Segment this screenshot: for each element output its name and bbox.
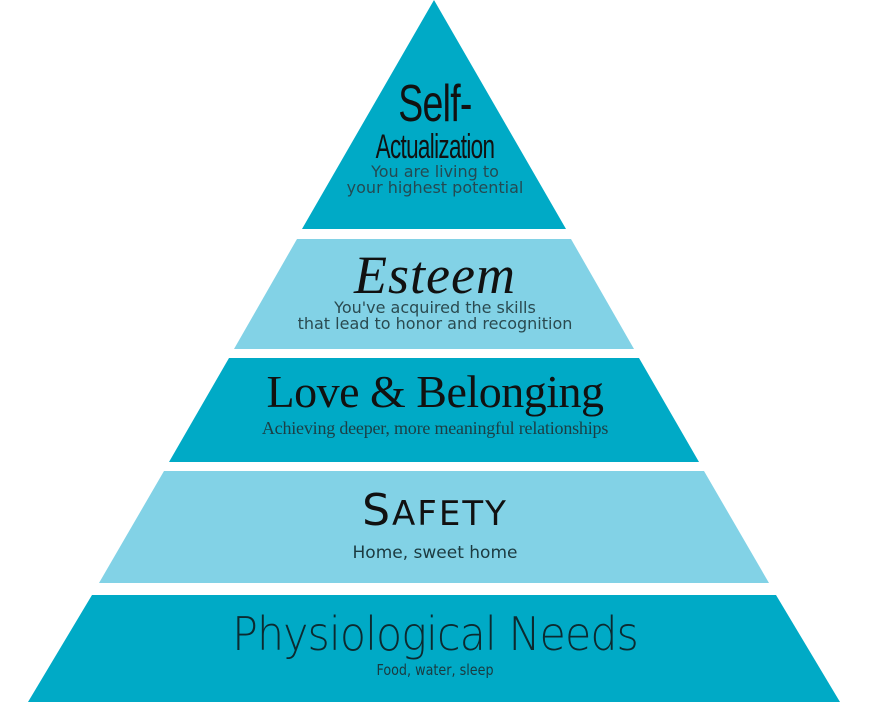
tier-description: Food, water, sleep (376, 661, 494, 679)
tier-description: You are living to (371, 162, 499, 181)
tier-title: Self- (398, 75, 472, 133)
tier-description: Home, sweet home (352, 543, 518, 563)
tier-title: Physiological Needs (232, 607, 639, 661)
tier-title-initial: S (362, 485, 393, 536)
tier-description: your highest potential (346, 178, 524, 197)
tier-esteem-shape (234, 239, 634, 349)
tier-description: You've acquired the skills (334, 298, 536, 317)
tier-self-actualization-shape (302, 0, 566, 229)
tier-self-actualization: Self- Actualization You are living to yo… (0, 78, 870, 196)
tier-safety: SAFETY Home, sweet home (0, 486, 870, 565)
tier-description: that lead to honor and recognition (297, 314, 573, 333)
tier-esteem: Esteem You've acquired the skills that l… (0, 245, 870, 333)
tier-safety-shape (99, 471, 769, 583)
tier-title-rest: AFETY (392, 494, 508, 534)
tier-physiological: Physiological Needs Food, water, sleep (0, 608, 870, 680)
tier-title: Esteem (354, 245, 516, 305)
tier-love-belonging: Love & Belonging Achieving deeper, more … (0, 366, 870, 438)
tier-title: Love & Belonging (266, 366, 604, 417)
tier-love-belonging-shape (169, 358, 699, 462)
tier-description: Achieving deeper, more meaningful relati… (261, 418, 609, 438)
tier-title: SAFETY (0, 486, 870, 539)
tier-title: Actualization (375, 128, 495, 166)
tier-physiological-shape (28, 595, 840, 702)
